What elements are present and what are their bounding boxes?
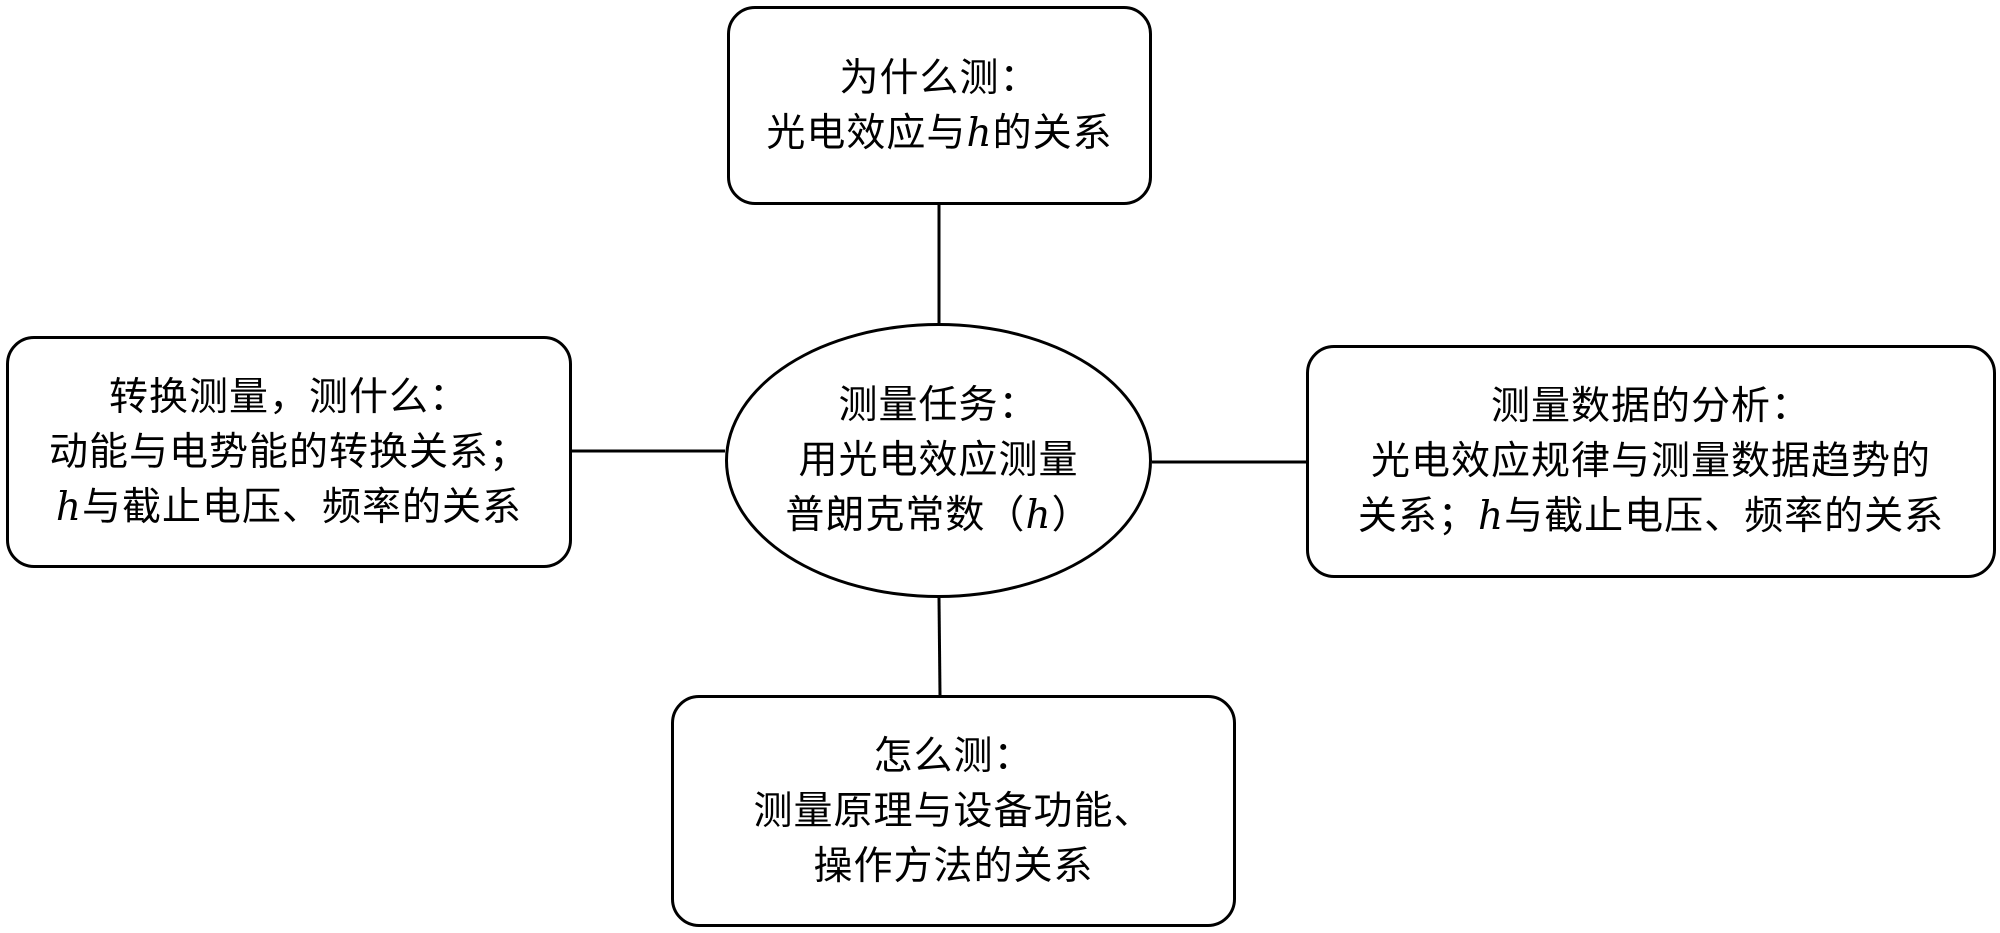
node-data-analysis: 测量数据的分析： 光电效应规律与测量数据趋势的 关系；h与截止电压、频率的关系 xyxy=(1306,345,1996,578)
node-how-to-measure-text-1: 测量原理与设备功能、 xyxy=(753,788,1154,834)
node-how-to-measure-text-2: 操作方法的关系 xyxy=(813,843,1094,889)
planck-symbol: h xyxy=(966,110,993,156)
node-data-analysis-text-2: 关系；h与截止电压、频率的关系 xyxy=(1357,494,1945,539)
node-what-to-measure-text-2: h与截止电压、频率的关系 xyxy=(55,484,523,530)
node-why-measure-text: 光电效应与h的关系 xyxy=(766,110,1113,156)
connector-center-bottom xyxy=(937,597,942,696)
node-measurement-task-heading: 测量任务： xyxy=(838,383,1039,428)
node-how-to-measure: 怎么测： 测量原理与设备功能、 操作方法的关系 xyxy=(671,695,1236,927)
node-what-to-measure-heading: 转换测量，测什么： xyxy=(108,374,469,420)
node-measurement-task: 测量任务： 用光电效应测量 普朗克常数（h） xyxy=(725,323,1152,598)
planck-symbol: h xyxy=(55,484,83,530)
node-why-measure: 为什么测： 光电效应与h的关系 xyxy=(727,6,1152,205)
node-what-to-measure: 转换测量，测什么： 动能与电势能的转换关系； h与截止电压、频率的关系 xyxy=(6,336,572,568)
planck-symbol: h xyxy=(1477,494,1505,539)
node-what-to-measure-text-1: 动能与电势能的转换关系； xyxy=(48,429,529,475)
node-why-measure-heading: 为什么测： xyxy=(839,55,1040,101)
node-data-analysis-text-1: 光电效应规律与测量数据趋势的 xyxy=(1370,439,1931,484)
node-how-to-measure-heading: 怎么测： xyxy=(873,733,1034,779)
node-measurement-task-text-2: 普朗克常数（h） xyxy=(785,493,1092,538)
planck-symbol: h xyxy=(1025,493,1052,538)
node-measurement-task-text-1: 用光电效应测量 xyxy=(798,438,1079,483)
node-data-analysis-heading: 测量数据的分析： xyxy=(1490,384,1811,429)
